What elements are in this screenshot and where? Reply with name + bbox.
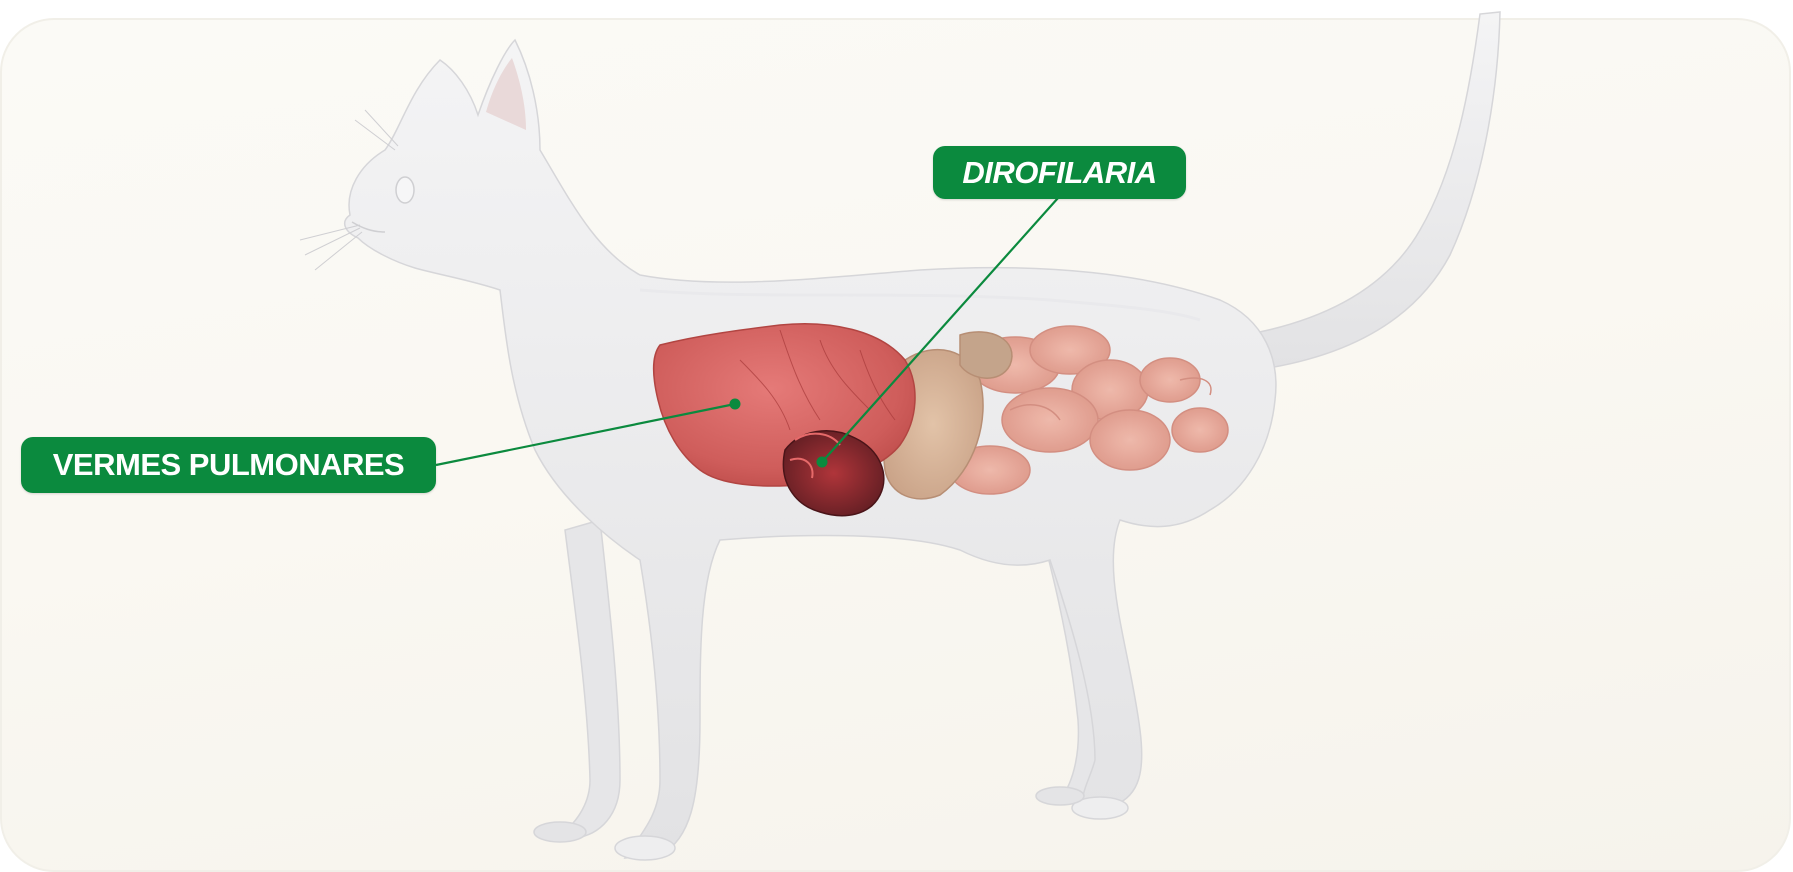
cat-far-front-leg (560, 520, 620, 838)
leader-dot-dirofilaria (817, 457, 828, 468)
cat-far-front-paw (534, 822, 586, 842)
label-vermes-pulmonares: VERMES PULMONARES (21, 437, 436, 493)
cat-eye (396, 177, 414, 203)
cat-far-hind-paw (1036, 787, 1084, 805)
label-dirofilaria: DIROFILARIA (933, 146, 1186, 199)
cat-tail (1210, 12, 1500, 372)
leader-dot-vermes-pulmonares (730, 399, 741, 410)
cat-front-paw (615, 836, 675, 860)
